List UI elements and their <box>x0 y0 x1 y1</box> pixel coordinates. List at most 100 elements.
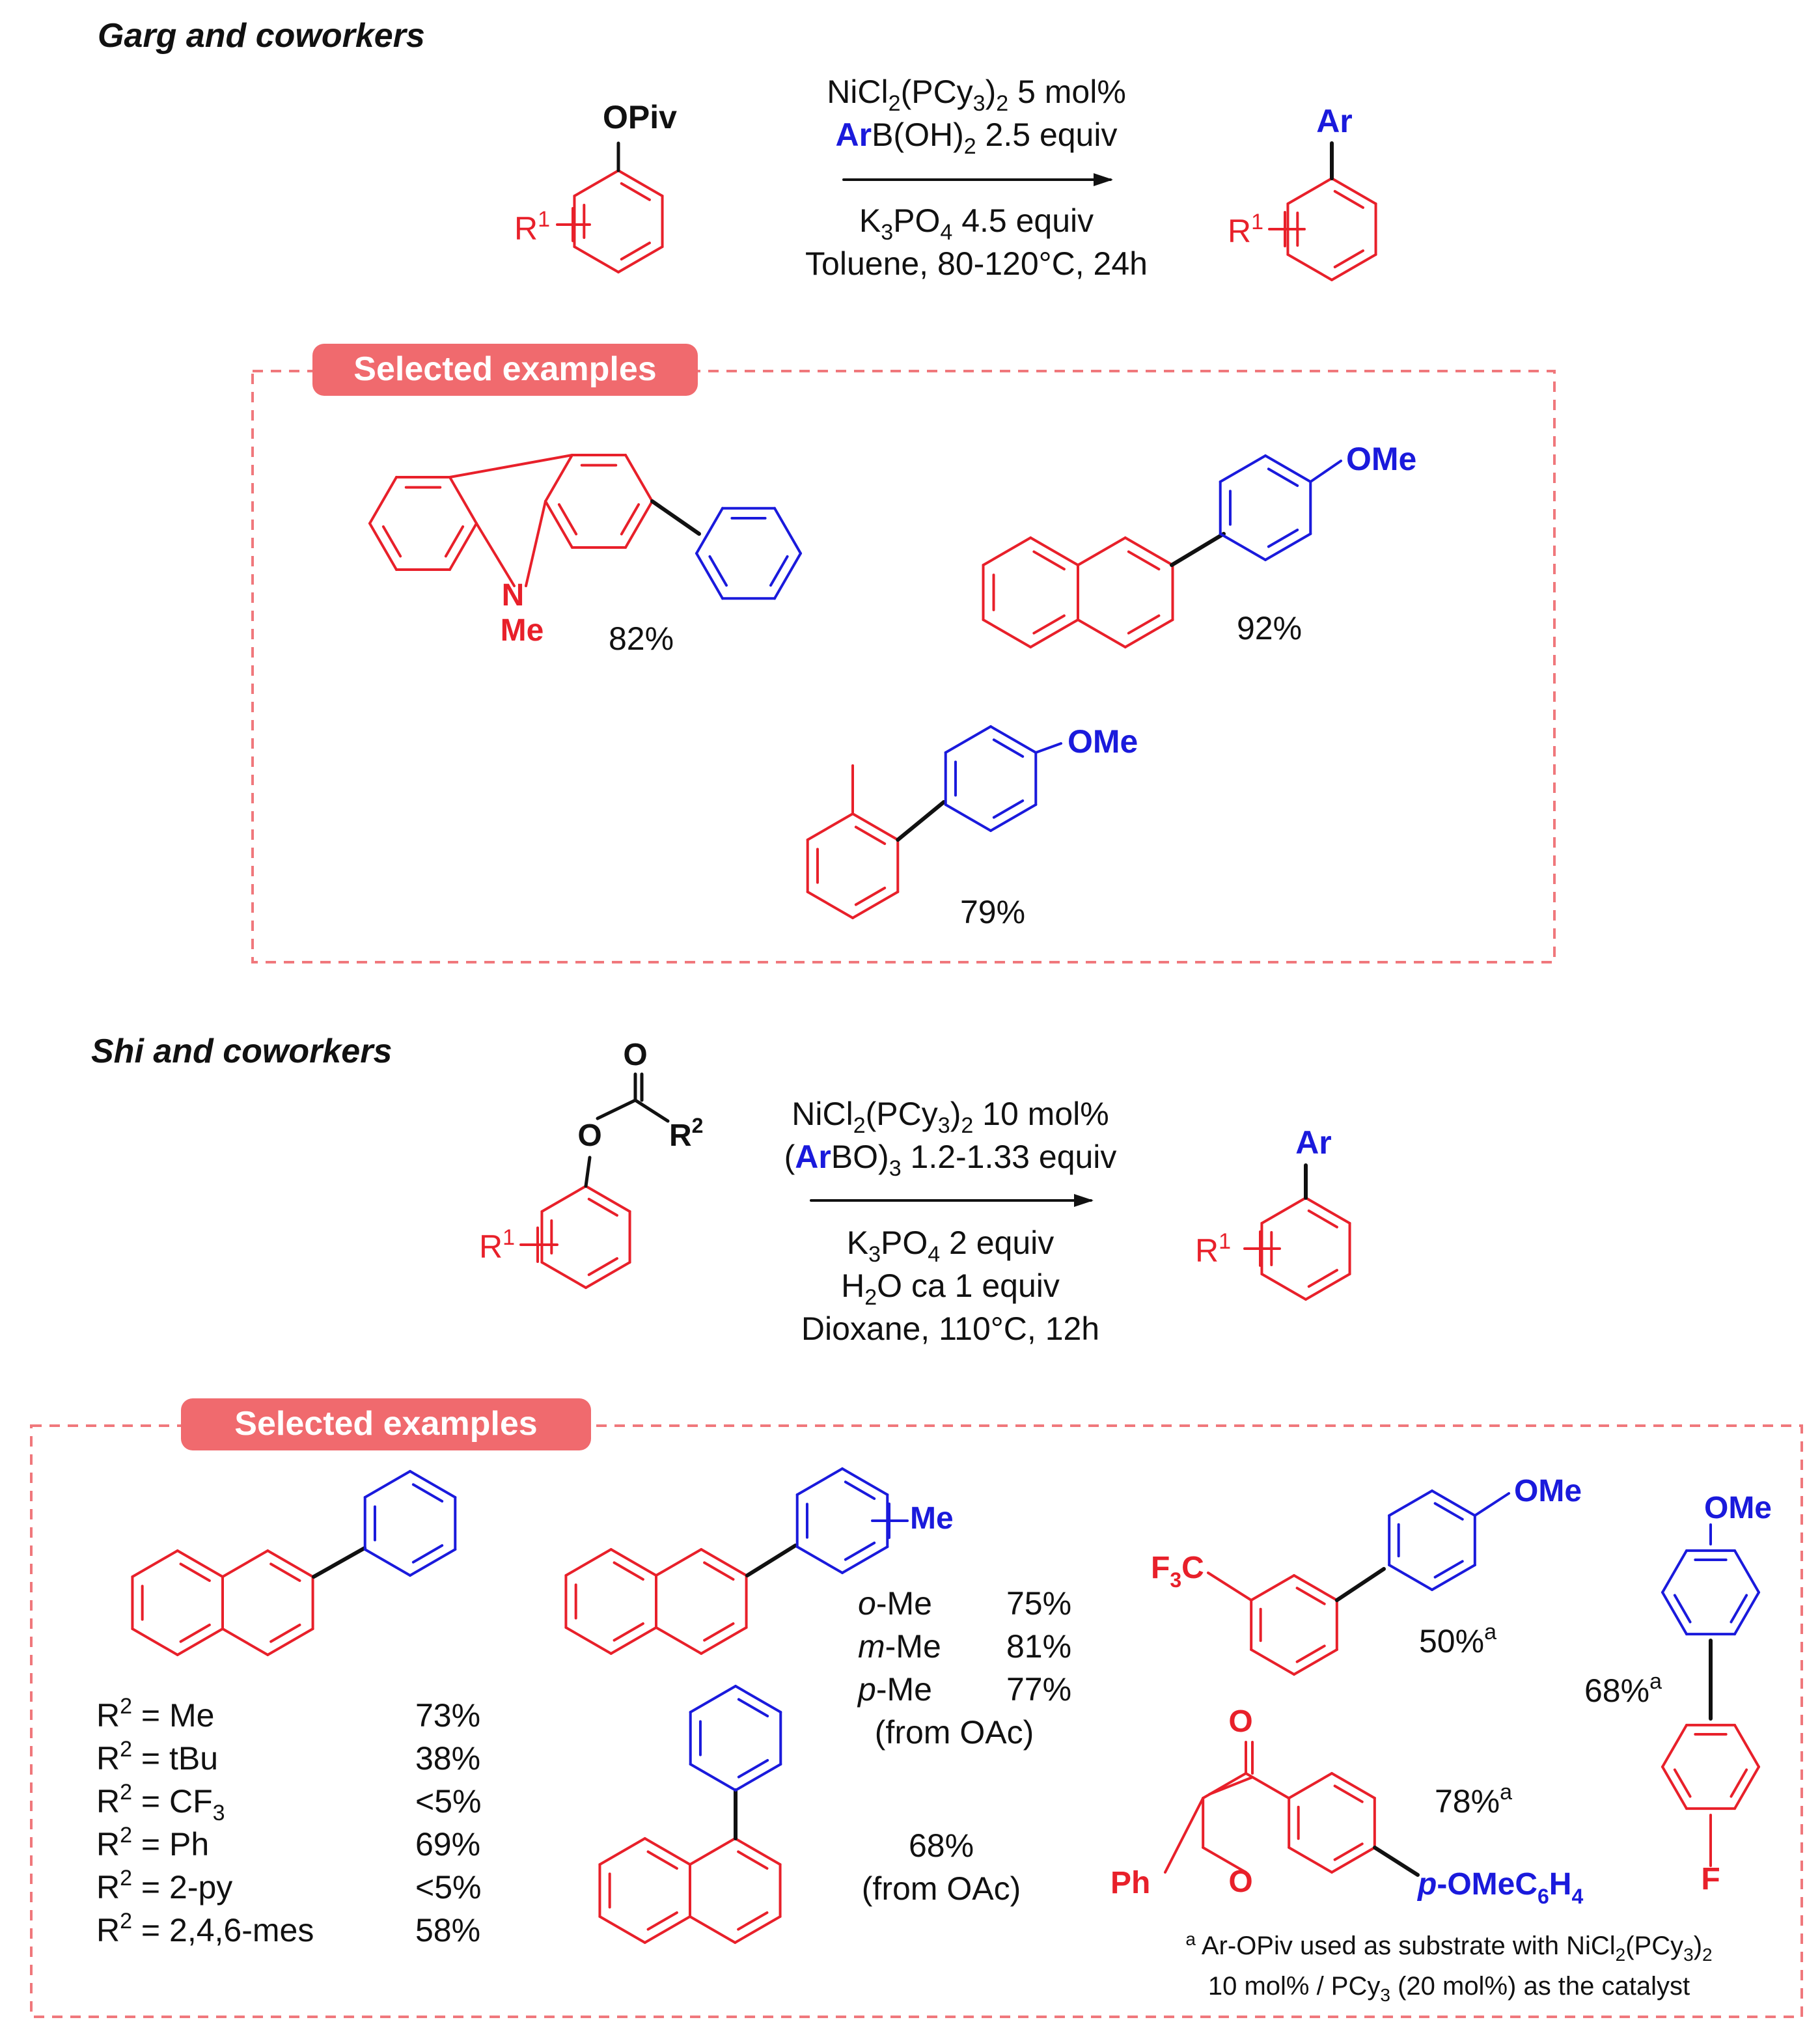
methyl-row-yield: 77% <box>1006 1671 1071 1708</box>
ring-bond <box>368 475 398 525</box>
ring-double-bond <box>1267 467 1299 487</box>
garg-naph-right <box>1077 536 1174 648</box>
r2-row-label: R2 = Ph <box>96 1823 209 1863</box>
ring-bond <box>695 506 724 555</box>
ring-bond <box>1264 454 1312 483</box>
ring-double-bond <box>1433 1560 1464 1579</box>
ring-double-bond <box>1127 614 1161 635</box>
ring-bond <box>1077 536 1127 566</box>
ring-bond <box>1733 1549 1760 1594</box>
carbazole-phenyl-ring <box>695 506 802 600</box>
garg-substrate-ring <box>573 169 664 273</box>
ring-bond <box>734 1763 782 1792</box>
ring-bond <box>841 1545 889 1574</box>
ring-double-bond <box>844 1480 876 1500</box>
flavone-ph: Ph <box>1110 1866 1150 1900</box>
ring-bond <box>448 475 478 525</box>
condition-line: Dioxane, 110°C, 12h <box>801 1310 1099 1347</box>
ring-double-bond <box>708 555 728 587</box>
garg-examples-label: Selected examples <box>353 350 656 388</box>
ring-double-bond <box>1333 249 1364 269</box>
ring-bond <box>540 1261 587 1289</box>
shi-naph-b-left <box>564 1548 657 1655</box>
r2-row-yield: 73% <box>415 1697 480 1734</box>
r2-row-label: R2 = CF3 <box>96 1780 225 1825</box>
ring-double-bond <box>703 1561 735 1581</box>
carbazole-cc-bond <box>448 454 573 478</box>
r2-row-yield: 69% <box>415 1826 480 1863</box>
ring-bond <box>643 1915 691 1944</box>
ring-bond <box>1331 177 1377 205</box>
ring-bond <box>609 1626 657 1655</box>
shi-examples-label: Selected examples <box>234 1405 537 1443</box>
flavone-aryl-bond <box>1373 1846 1420 1877</box>
ring-bond <box>1331 1772 1376 1799</box>
ring-bond <box>1733 1591 1760 1636</box>
fluoro-ring <box>1661 1723 1760 1810</box>
ring-bond <box>131 1628 179 1656</box>
ring-bond <box>734 1685 782 1713</box>
ring-bond <box>689 1685 737 1713</box>
shi-naph-a-aryl-bond <box>312 1546 366 1579</box>
garg-product-ar: Ar <box>1316 103 1353 139</box>
r2-row-yield: 38% <box>415 1740 480 1777</box>
ring-bond <box>1733 1766 1760 1810</box>
ring-bond <box>1077 618 1127 648</box>
ring-bond <box>1304 1197 1351 1225</box>
ring-bond <box>806 812 854 841</box>
naph1-yield: 68% <box>909 1827 974 1864</box>
ring-double-bond <box>557 503 578 536</box>
condition-line: K3PO4 4.5 equiv <box>859 202 1094 245</box>
flavone-pyranone-bond <box>1202 1846 1247 1874</box>
r2-row-label: R2 = 2-py <box>96 1866 232 1905</box>
flavone-aryl: p-OMeC6H4 <box>1416 1867 1583 1908</box>
ring-bond <box>989 803 1038 832</box>
cf3-ome-bond <box>1473 1492 1510 1517</box>
ring-bond <box>689 1763 737 1792</box>
r2-row-label: R2 = tBu <box>96 1737 218 1777</box>
carbazole-me: Me <box>501 613 544 648</box>
ring-bond <box>585 1261 631 1289</box>
ring-double-bond <box>854 887 887 906</box>
condition-line: NiCl2(PCy3)2 5 mol% <box>827 74 1126 116</box>
garg-substrate-opiv: OPiv <box>603 99 677 135</box>
ring-double-bond <box>1730 1594 1748 1624</box>
ring-double-bond <box>844 1542 876 1561</box>
ring-bond <box>585 1185 631 1213</box>
ring-double-bond <box>1267 529 1299 548</box>
fluoro-f: F <box>1701 1862 1720 1896</box>
flavone-ring-o: O <box>1228 1864 1252 1899</box>
shi-substrate-ring <box>540 1185 631 1289</box>
ring-bond <box>1288 1772 1333 1799</box>
ring-double-bond <box>411 1483 444 1503</box>
ring-bond <box>176 1549 224 1578</box>
methyl-row-label: o-Me <box>858 1585 932 1622</box>
ring-bond <box>689 1915 737 1944</box>
carbazole-aryl-bond <box>650 499 701 536</box>
ring-bond <box>221 1628 269 1656</box>
ring-bond <box>1661 1549 1688 1594</box>
tolyl-anisole-ome: OMe <box>1068 723 1138 760</box>
ring-bond <box>1661 1723 1688 1768</box>
ring-double-bond <box>1127 550 1161 571</box>
tolyl-anisole-yield: 79% <box>960 894 1025 930</box>
ring-double-bond <box>587 1257 618 1277</box>
ring-double-bond <box>737 1698 769 1717</box>
shi-product-ar: Ar <box>1295 1124 1332 1161</box>
r2-row-label: R2 = Me <box>96 1694 214 1734</box>
ring-bond <box>609 1548 657 1577</box>
shi-product-r1: R1 <box>1195 1229 1231 1269</box>
garg-examples-pill <box>312 344 698 396</box>
ring-double-bond <box>620 503 641 536</box>
ring-bond <box>1219 454 1267 483</box>
ring-double-bond <box>613 1561 644 1581</box>
shi-examples-frame <box>30 1424 1803 2018</box>
arrow-head <box>1074 1194 1094 1207</box>
ring-bond <box>573 245 620 273</box>
shi-r2-bond <box>633 1098 670 1123</box>
ring-double-bond <box>1433 1502 1464 1521</box>
flavone-yield: 78%a <box>1435 1780 1512 1820</box>
footnote-line-1: a Ar-OPiv used as substrate with NiCl2(P… <box>1185 1929 1712 1965</box>
